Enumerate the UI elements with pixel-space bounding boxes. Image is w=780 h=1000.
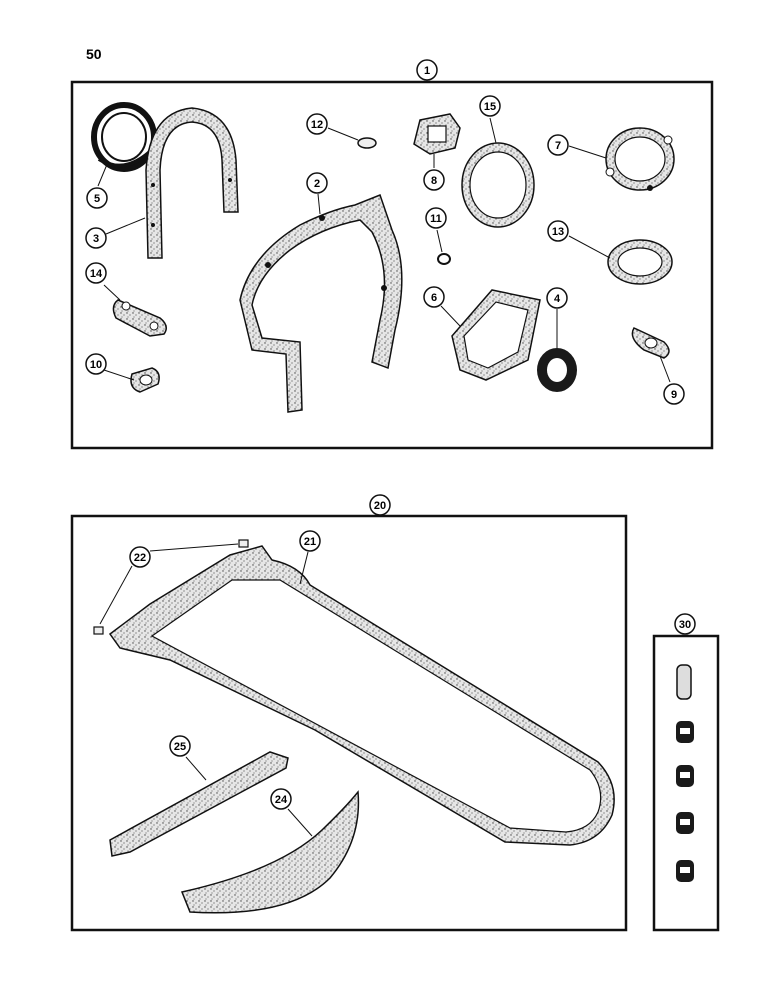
part-7-eared-gasket — [605, 127, 675, 191]
part-30-grommet-1 — [676, 721, 694, 743]
callout-25: 25 — [169, 735, 207, 781]
part-30-grommet-2 — [676, 765, 694, 787]
group-1-frame — [70, 80, 714, 450]
svg-text:2: 2 — [314, 178, 320, 190]
callout-8: 8 — [423, 154, 445, 191]
callout-2: 2 — [306, 172, 328, 215]
svg-text:20: 20 — [374, 500, 386, 512]
part-22-pad-upper — [238, 539, 249, 548]
svg-text:21: 21 — [304, 536, 316, 548]
svg-text:6: 6 — [431, 292, 437, 304]
svg-text:12: 12 — [311, 119, 323, 131]
callout-group-20: 20 — [369, 494, 391, 516]
page-number: 50 — [86, 46, 102, 62]
callout-21: 21 — [299, 530, 321, 585]
part-10-small-gasket — [130, 367, 160, 393]
svg-text:4: 4 — [554, 293, 561, 305]
part-25-strip-gasket — [109, 751, 289, 857]
callout-4: 4 — [546, 287, 568, 348]
callout-group-30: 30 — [674, 613, 696, 635]
svg-text:7: 7 — [555, 140, 561, 152]
callout-6: 6 — [423, 286, 461, 327]
part-12-washer — [357, 137, 377, 149]
group-30-frame — [652, 634, 720, 932]
part-3-arch-gasket — [145, 107, 239, 259]
part-13-oval-gasket — [607, 239, 673, 285]
callout-14: 14 — [85, 262, 121, 301]
svg-text:15: 15 — [484, 101, 496, 113]
svg-text:11: 11 — [430, 213, 442, 225]
svg-text:8: 8 — [431, 175, 437, 187]
svg-text:22: 22 — [134, 552, 146, 564]
svg-text:24: 24 — [275, 794, 288, 806]
part-21-oil-pan-gasket — [108, 545, 615, 846]
svg-text:30: 30 — [679, 619, 691, 631]
part-6-hex-gasket — [451, 289, 541, 381]
part-2-timing-cover-gasket — [239, 194, 403, 413]
svg-text:1: 1 — [424, 65, 430, 77]
part-5-seal-ring — [91, 102, 157, 172]
part-30-pin — [676, 664, 692, 700]
callout-9: 9 — [659, 355, 685, 405]
part-15-round-gasket — [461, 142, 535, 228]
part-4-seal — [537, 348, 577, 392]
callout-group-1: 1 — [416, 59, 438, 82]
svg-text:3: 3 — [93, 233, 99, 245]
callout-13: 13 — [547, 220, 611, 259]
callout-10: 10 — [85, 353, 135, 381]
callout-5: 5 — [86, 161, 109, 209]
callout-11: 11 — [425, 207, 447, 253]
svg-text:9: 9 — [671, 389, 677, 401]
callout-3: 3 — [85, 217, 146, 249]
part-30-grommet-3 — [676, 812, 694, 834]
svg-text:5: 5 — [94, 193, 100, 205]
callout-15: 15 — [479, 95, 501, 144]
svg-text:25: 25 — [174, 741, 186, 753]
part-11-o-ring — [437, 253, 451, 265]
callout-7: 7 — [547, 134, 607, 159]
part-8-flange-gasket — [413, 113, 461, 155]
group-20-frame — [70, 514, 628, 932]
part-30-grommet-4 — [676, 860, 694, 882]
callout-12: 12 — [306, 113, 359, 141]
part-14-two-hole-gasket — [112, 299, 167, 337]
part-24-curved-seal — [180, 790, 360, 914]
part-22-pad-lower — [93, 626, 104, 635]
svg-text:14: 14 — [90, 268, 103, 280]
svg-text:10: 10 — [90, 359, 102, 371]
svg-text:13: 13 — [552, 226, 564, 238]
part-9-small-gasket — [631, 327, 670, 359]
callout-24: 24 — [270, 788, 313, 837]
callout-22: 22 — [99, 543, 239, 625]
